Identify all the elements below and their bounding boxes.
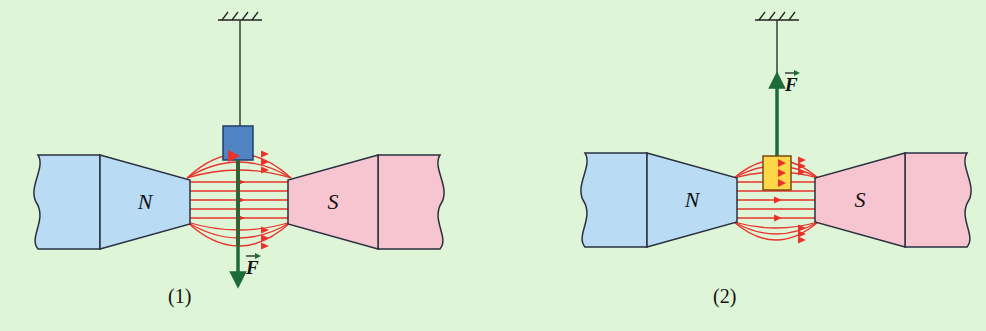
pole-letter: S xyxy=(855,189,866,211)
force-arrow xyxy=(236,160,240,280)
current-arrows xyxy=(778,159,786,187)
pole-letter: N xyxy=(685,189,700,211)
magnet-shape xyxy=(28,152,193,252)
support-2 xyxy=(755,12,799,156)
vector-sign xyxy=(785,72,797,73)
pole-letter: N xyxy=(138,191,153,213)
conductor-block xyxy=(763,156,791,190)
force-label: F xyxy=(246,258,259,277)
force-arrow xyxy=(775,80,779,156)
magnet-shape xyxy=(285,152,450,252)
panel-number: (2) xyxy=(713,286,736,306)
panel-number: (1) xyxy=(168,286,191,306)
pole-letter: S xyxy=(328,191,339,213)
magnet-shape xyxy=(812,150,977,250)
force-label: F xyxy=(785,75,798,94)
vector-sign xyxy=(246,255,258,256)
conductor-block xyxy=(223,126,253,160)
magnet-pole: N xyxy=(28,152,193,252)
magnet-shape xyxy=(575,150,740,250)
field-lines xyxy=(187,151,818,250)
magnet-pole: S xyxy=(812,150,977,250)
magnet-pole: S xyxy=(285,152,450,252)
support-1 xyxy=(218,12,262,126)
magnet-pole: N xyxy=(575,150,740,250)
